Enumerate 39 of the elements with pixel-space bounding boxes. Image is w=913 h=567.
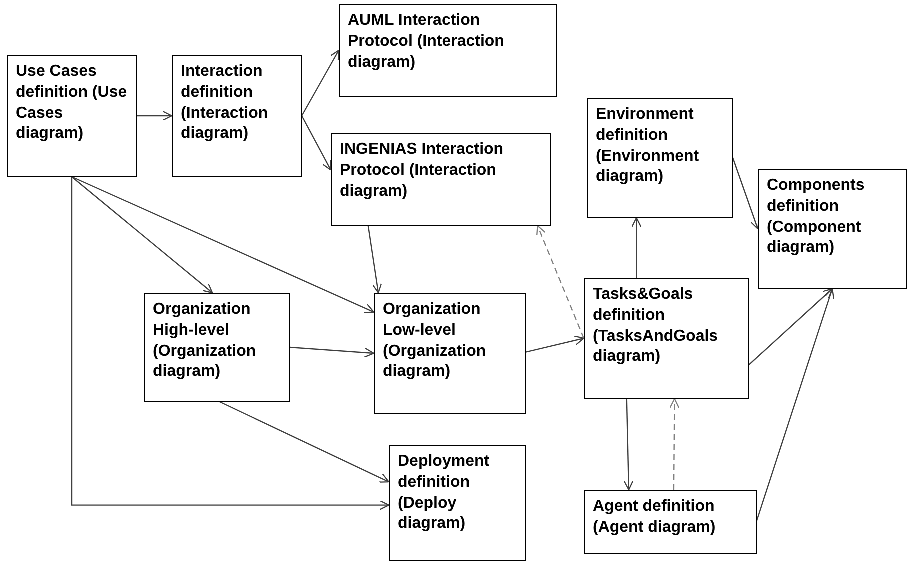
box-label: Organization High-level (Organization diagram) (153, 300, 258, 382)
box-label: Tasks&Goals definition (TasksAndGoals diagram) (593, 285, 720, 368)
process-box (7, 55, 137, 177)
arrow (368, 226, 382, 294)
box-label: Interaction definition (Interaction diagram) (181, 62, 270, 144)
process-box (339, 4, 557, 97)
process-box (331, 133, 551, 226)
process-box (584, 278, 749, 399)
dashed-arrow (536, 225, 585, 339)
arrow (301, 50, 340, 116)
process-box (389, 445, 526, 561)
dashed-arrow (670, 398, 680, 490)
process-box (587, 98, 733, 218)
arrow (732, 158, 760, 230)
arrow (624, 398, 634, 491)
arrow (756, 288, 835, 521)
process-box (758, 169, 907, 289)
box-label: INGENIAS Interaction Protocol (Interaction diagram) (340, 140, 505, 202)
box-label: Environment definition (Environment diagram) (596, 105, 700, 188)
box-label: AUML Interaction Protocol (Interaction diagram) (348, 11, 506, 73)
box-label: Use Cases definition (Use Cases diagram) (16, 62, 128, 144)
process-box (144, 293, 290, 402)
arrow (290, 346, 375, 358)
arrow (220, 401, 390, 483)
arrow (748, 288, 834, 366)
box-label: Deployment definition (Deploy diagram) (398, 452, 491, 534)
arrow (72, 176, 214, 294)
arrow (632, 217, 642, 278)
process-box (584, 490, 757, 554)
arrow (72, 176, 375, 314)
box-label: Components definition (Component diagram) (767, 176, 866, 258)
process-box (374, 293, 526, 414)
box-label: Organization Low-level (Organization diagram) (383, 300, 488, 382)
process-box (172, 55, 302, 177)
arrow (526, 336, 585, 353)
box-label: Agent definition (Agent diagram) (593, 497, 717, 538)
arrow (137, 110, 173, 122)
arrow (301, 116, 332, 171)
arrow (71, 177, 390, 510)
